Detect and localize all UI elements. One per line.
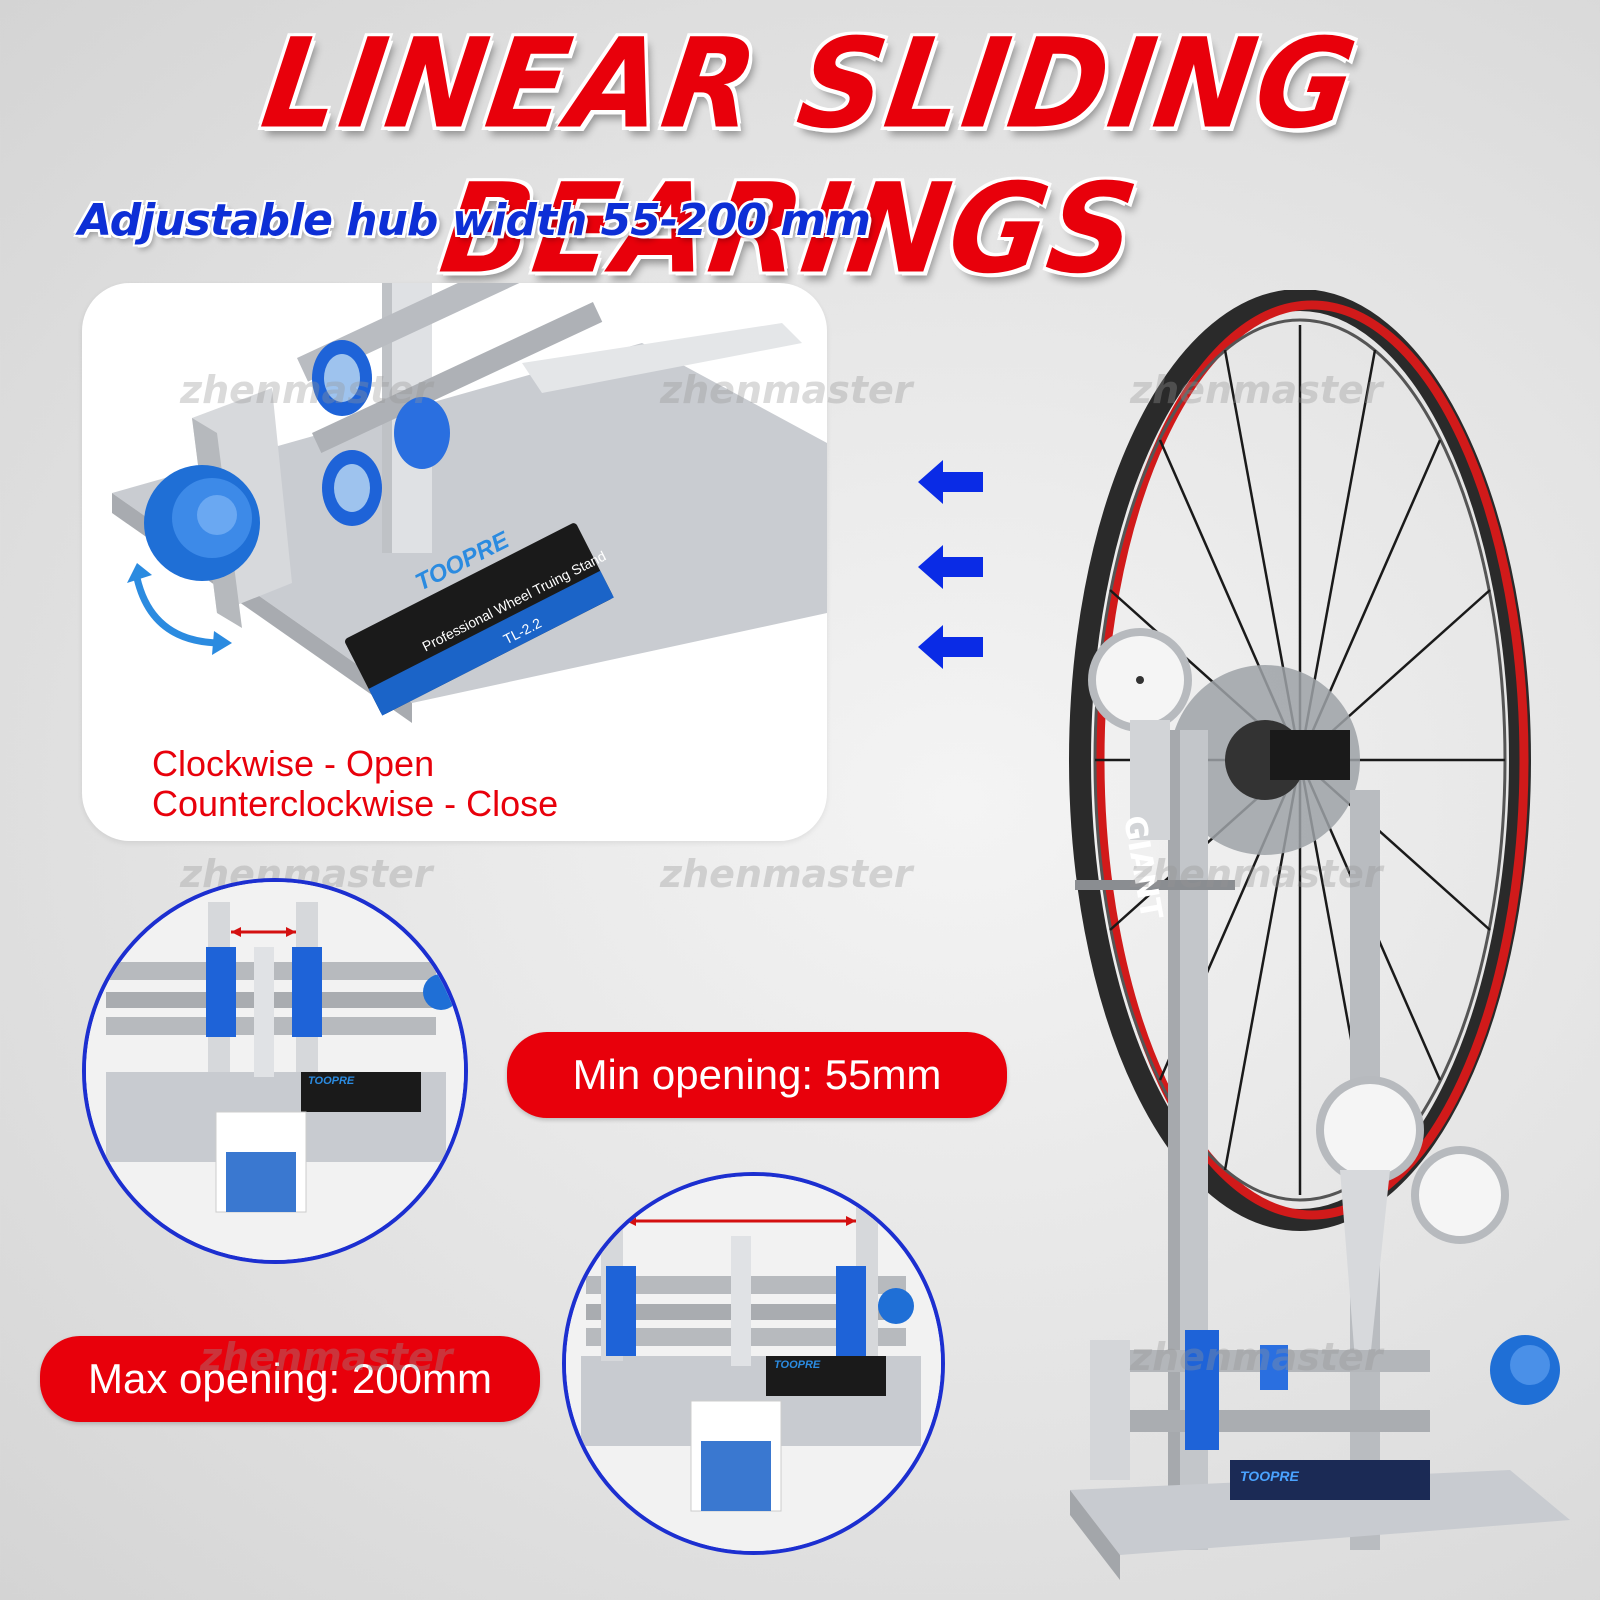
min-opening-badge: Min opening: 55mm: [507, 1032, 1007, 1118]
max-opening-illustration: [566, 1176, 941, 1551]
max-label-brand: TOOPRE: [774, 1359, 821, 1371]
min-label-brand: TOOPRE: [308, 1075, 355, 1087]
clockwise-text: Clockwise - Open: [152, 743, 435, 784]
arrow-left-icon: [918, 460, 983, 504]
knob-detail-card: TOOPRE Professional Wheel Truing Stand T…: [82, 283, 827, 841]
truing-stand-wheel-illustration: [1069, 290, 1570, 1580]
subheadline: Adjustable hub width 55-200 mm: [78, 195, 871, 246]
base-label-brand: TOOPRE: [1240, 1468, 1299, 1484]
counterclockwise-text: Counterclockwise - Close: [152, 783, 559, 824]
min-opening-circle: TOOPRE: [82, 878, 468, 1264]
headline: LINEAR SLIDING BEARINGS: [254, 11, 1367, 301]
arrow-left-icon: [918, 625, 983, 669]
knob-detail-illustration: [112, 283, 827, 723]
direction-arrows: [918, 460, 983, 669]
max-opening-circle: TOOPRE: [562, 1172, 945, 1555]
watermark-4: zhenmaster: [660, 852, 913, 896]
arrow-left-icon: [918, 545, 983, 589]
min-opening-illustration: [86, 882, 464, 1260]
max-opening-badge: Max opening: 200mm: [40, 1336, 540, 1422]
